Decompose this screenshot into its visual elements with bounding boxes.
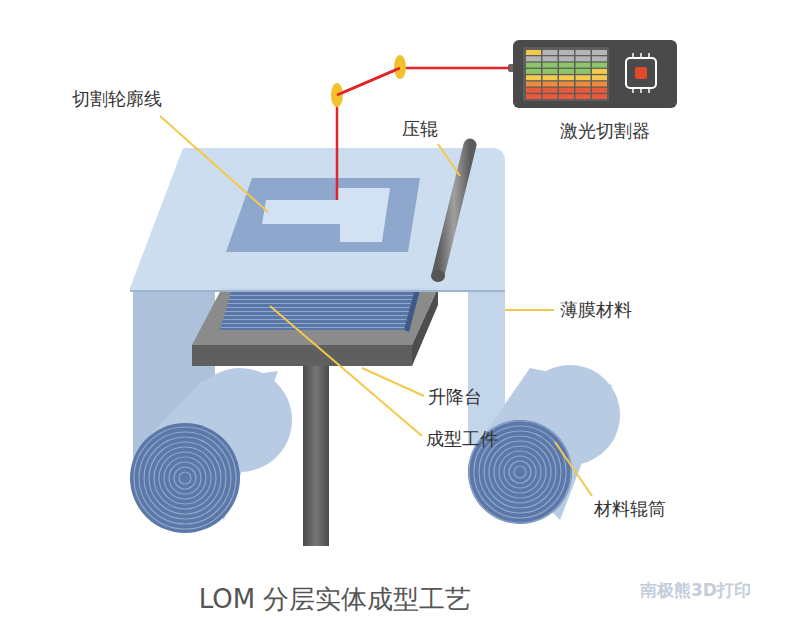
lift-platform (192, 288, 438, 366)
workpiece-side (404, 288, 420, 332)
cut-outline (262, 188, 390, 242)
workpiece-label: 成型工件 (426, 428, 498, 450)
workpiece-stack (220, 288, 415, 330)
watermark: 南极熊3D打印 (640, 580, 751, 600)
film-label: 薄膜材料 (560, 299, 632, 321)
figure-caption: LOM 分层实体成型工艺 (199, 584, 472, 615)
cut-frame (226, 178, 420, 252)
laser-beam (337, 68, 510, 200)
laser-cutter (508, 40, 677, 620)
pressure-roller (438, 145, 470, 275)
film-edge (130, 290, 505, 292)
platform-label: 升降台 (428, 386, 482, 408)
roller-label: 压辊 (402, 118, 438, 140)
roller-end (431, 270, 445, 282)
material-roll-left (130, 368, 292, 533)
mirror (394, 55, 406, 79)
lift-column (303, 360, 329, 546)
contour-label: 切割轮廓线 (72, 88, 162, 110)
laser-beam (337, 68, 400, 95)
laser-cutter-label: 激光切割器 (560, 120, 650, 142)
leader-lines (160, 116, 592, 496)
roll-label: 材料辊筒 (594, 498, 666, 520)
